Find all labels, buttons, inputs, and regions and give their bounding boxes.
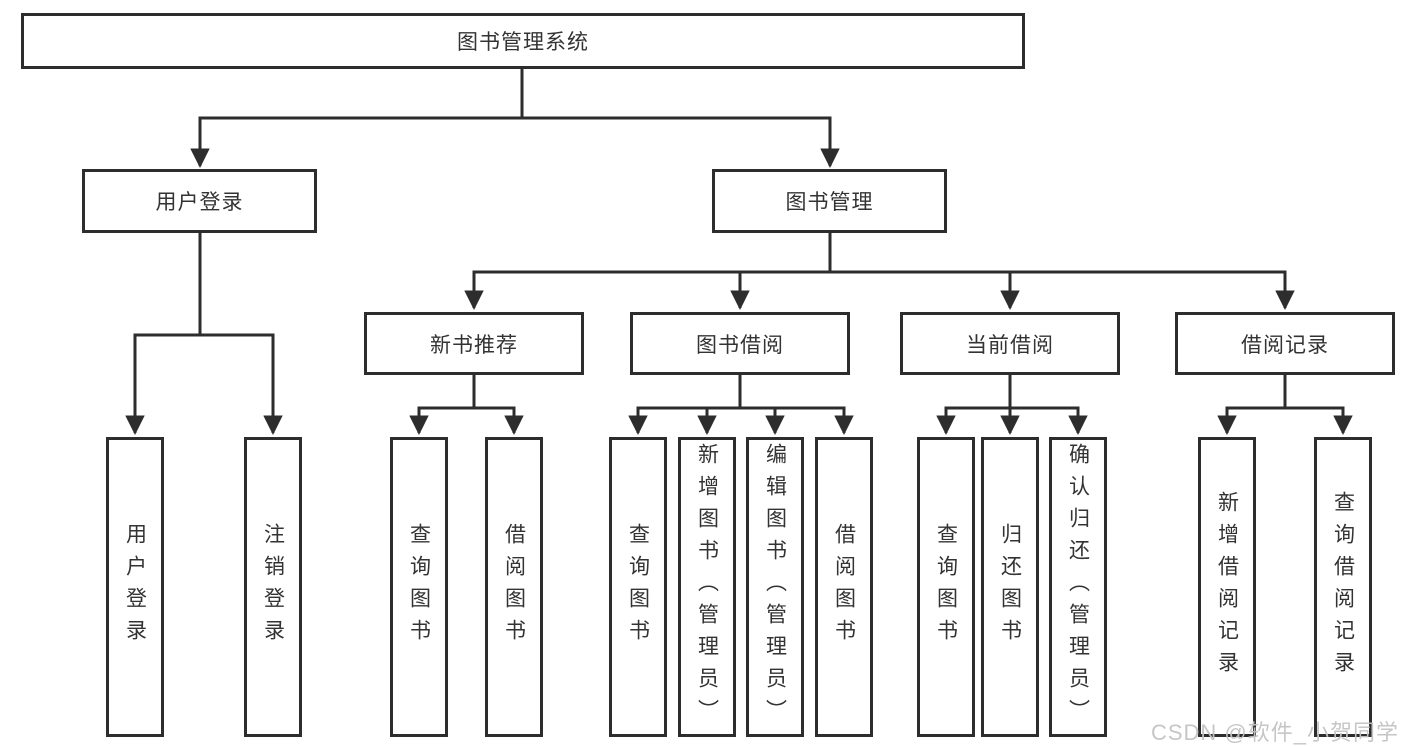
leaf-add-books-admin-label: 新增图书（管理员） xyxy=(695,443,719,731)
leaf-query-books-borrow: 查询图书 xyxy=(609,437,667,737)
leaf-borrow-books: 借阅图书 xyxy=(815,437,873,737)
leaf-borrow-books-recommend-label: 借阅图书 xyxy=(502,523,526,651)
leaf-add-borrow-record: 新增借阅记录 xyxy=(1198,437,1256,737)
node-current-borrow: 当前借阅 xyxy=(900,312,1120,375)
node-book-management: 图书管理 xyxy=(712,169,947,233)
leaf-query-books-borrow-label: 查询图书 xyxy=(626,523,650,651)
node-borrow-records: 借阅记录 xyxy=(1175,312,1395,375)
leaf-query-books-current: 查询图书 xyxy=(917,437,975,737)
node-current-borrow-label: 当前借阅 xyxy=(966,333,1054,357)
leaf-user-login-label: 用户登录 xyxy=(123,523,147,651)
leaf-query-books-recommend: 查询图书 xyxy=(390,437,448,737)
node-new-book-recommend-label: 新书推荐 xyxy=(430,333,518,357)
leaf-logout-login-label: 注销登录 xyxy=(261,523,285,651)
node-user-login-label: 用户登录 xyxy=(155,191,244,214)
node-book-management-label: 图书管理 xyxy=(785,191,874,214)
node-root-label: 图书管理系统 xyxy=(457,31,589,54)
node-book-borrow: 图书借阅 xyxy=(630,312,850,375)
leaf-borrow-books-label: 借阅图书 xyxy=(832,523,856,651)
leaf-confirm-return-admin-label: 确认归还（管理员） xyxy=(1066,443,1090,731)
leaf-edit-books-admin: 编辑图书（管理员） xyxy=(746,437,804,737)
leaf-borrow-books-recommend: 借阅图书 xyxy=(485,437,543,737)
leaf-query-borrow-record: 查询借阅记录 xyxy=(1314,437,1372,737)
leaf-return-books: 归还图书 xyxy=(981,437,1039,737)
leaf-add-books-admin: 新增图书（管理员） xyxy=(678,437,736,737)
leaf-confirm-return-admin: 确认归还（管理员） xyxy=(1049,437,1107,737)
leaf-edit-books-admin-label: 编辑图书（管理员） xyxy=(763,443,787,731)
leaf-query-borrow-record-label: 查询借阅记录 xyxy=(1331,491,1355,683)
leaf-return-books-label: 归还图书 xyxy=(998,523,1022,651)
leaf-query-books-current-label: 查询图书 xyxy=(934,523,958,651)
node-new-book-recommend: 新书推荐 xyxy=(364,312,584,375)
node-user-login: 用户登录 xyxy=(82,169,317,233)
leaf-user-login: 用户登录 xyxy=(106,437,164,737)
node-root: 图书管理系统 xyxy=(21,13,1025,69)
leaf-query-books-recommend-label: 查询图书 xyxy=(407,523,431,651)
leaf-add-borrow-record-label: 新增借阅记录 xyxy=(1215,491,1239,683)
leaf-logout-login: 注销登录 xyxy=(244,437,302,737)
node-borrow-records-label: 借阅记录 xyxy=(1241,333,1329,357)
node-book-borrow-label: 图书借阅 xyxy=(696,333,784,357)
